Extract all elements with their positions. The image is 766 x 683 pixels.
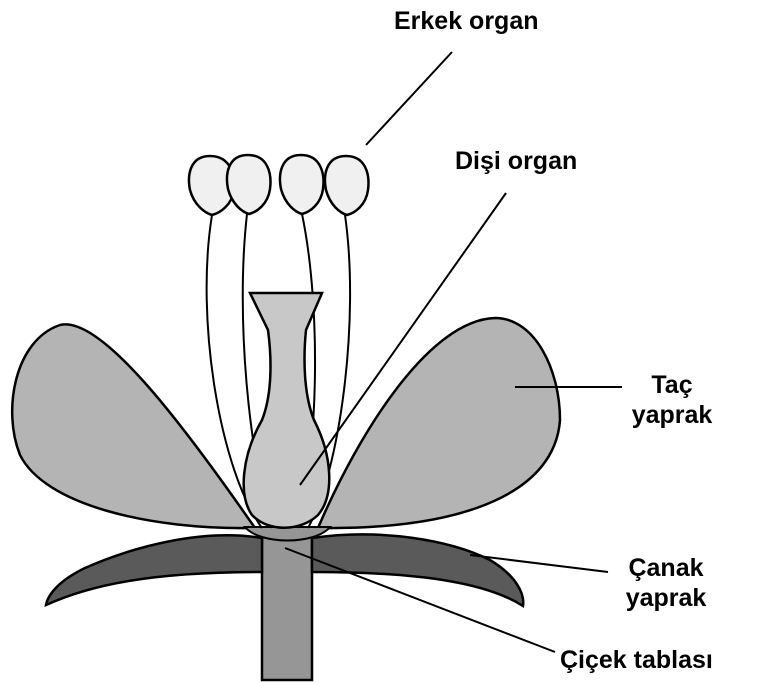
label-erkek-organ: Erkek organ	[394, 6, 539, 36]
label-cicek-tablasi: Çiçek tablası	[560, 645, 713, 675]
label-tac-yaprak: Taç yaprak	[618, 370, 726, 430]
label-canak-line1: Çanak	[612, 553, 720, 583]
petal-right	[318, 318, 560, 528]
pistil	[244, 293, 330, 528]
label-canak-yaprak: Çanak yaprak	[612, 553, 720, 613]
leader-erkek	[366, 52, 452, 145]
sepal-left	[46, 535, 262, 605]
petal-left	[12, 324, 255, 528]
label-tac-line1: Taç	[618, 370, 726, 400]
stem	[262, 530, 312, 680]
anther-2	[227, 155, 270, 214]
label-tac-line2: yaprak	[618, 400, 726, 430]
anther-3	[280, 155, 323, 214]
label-canak-line2: yaprak	[612, 583, 720, 613]
label-disi-organ: Dişi organ	[455, 146, 577, 176]
anther-4	[325, 156, 368, 215]
